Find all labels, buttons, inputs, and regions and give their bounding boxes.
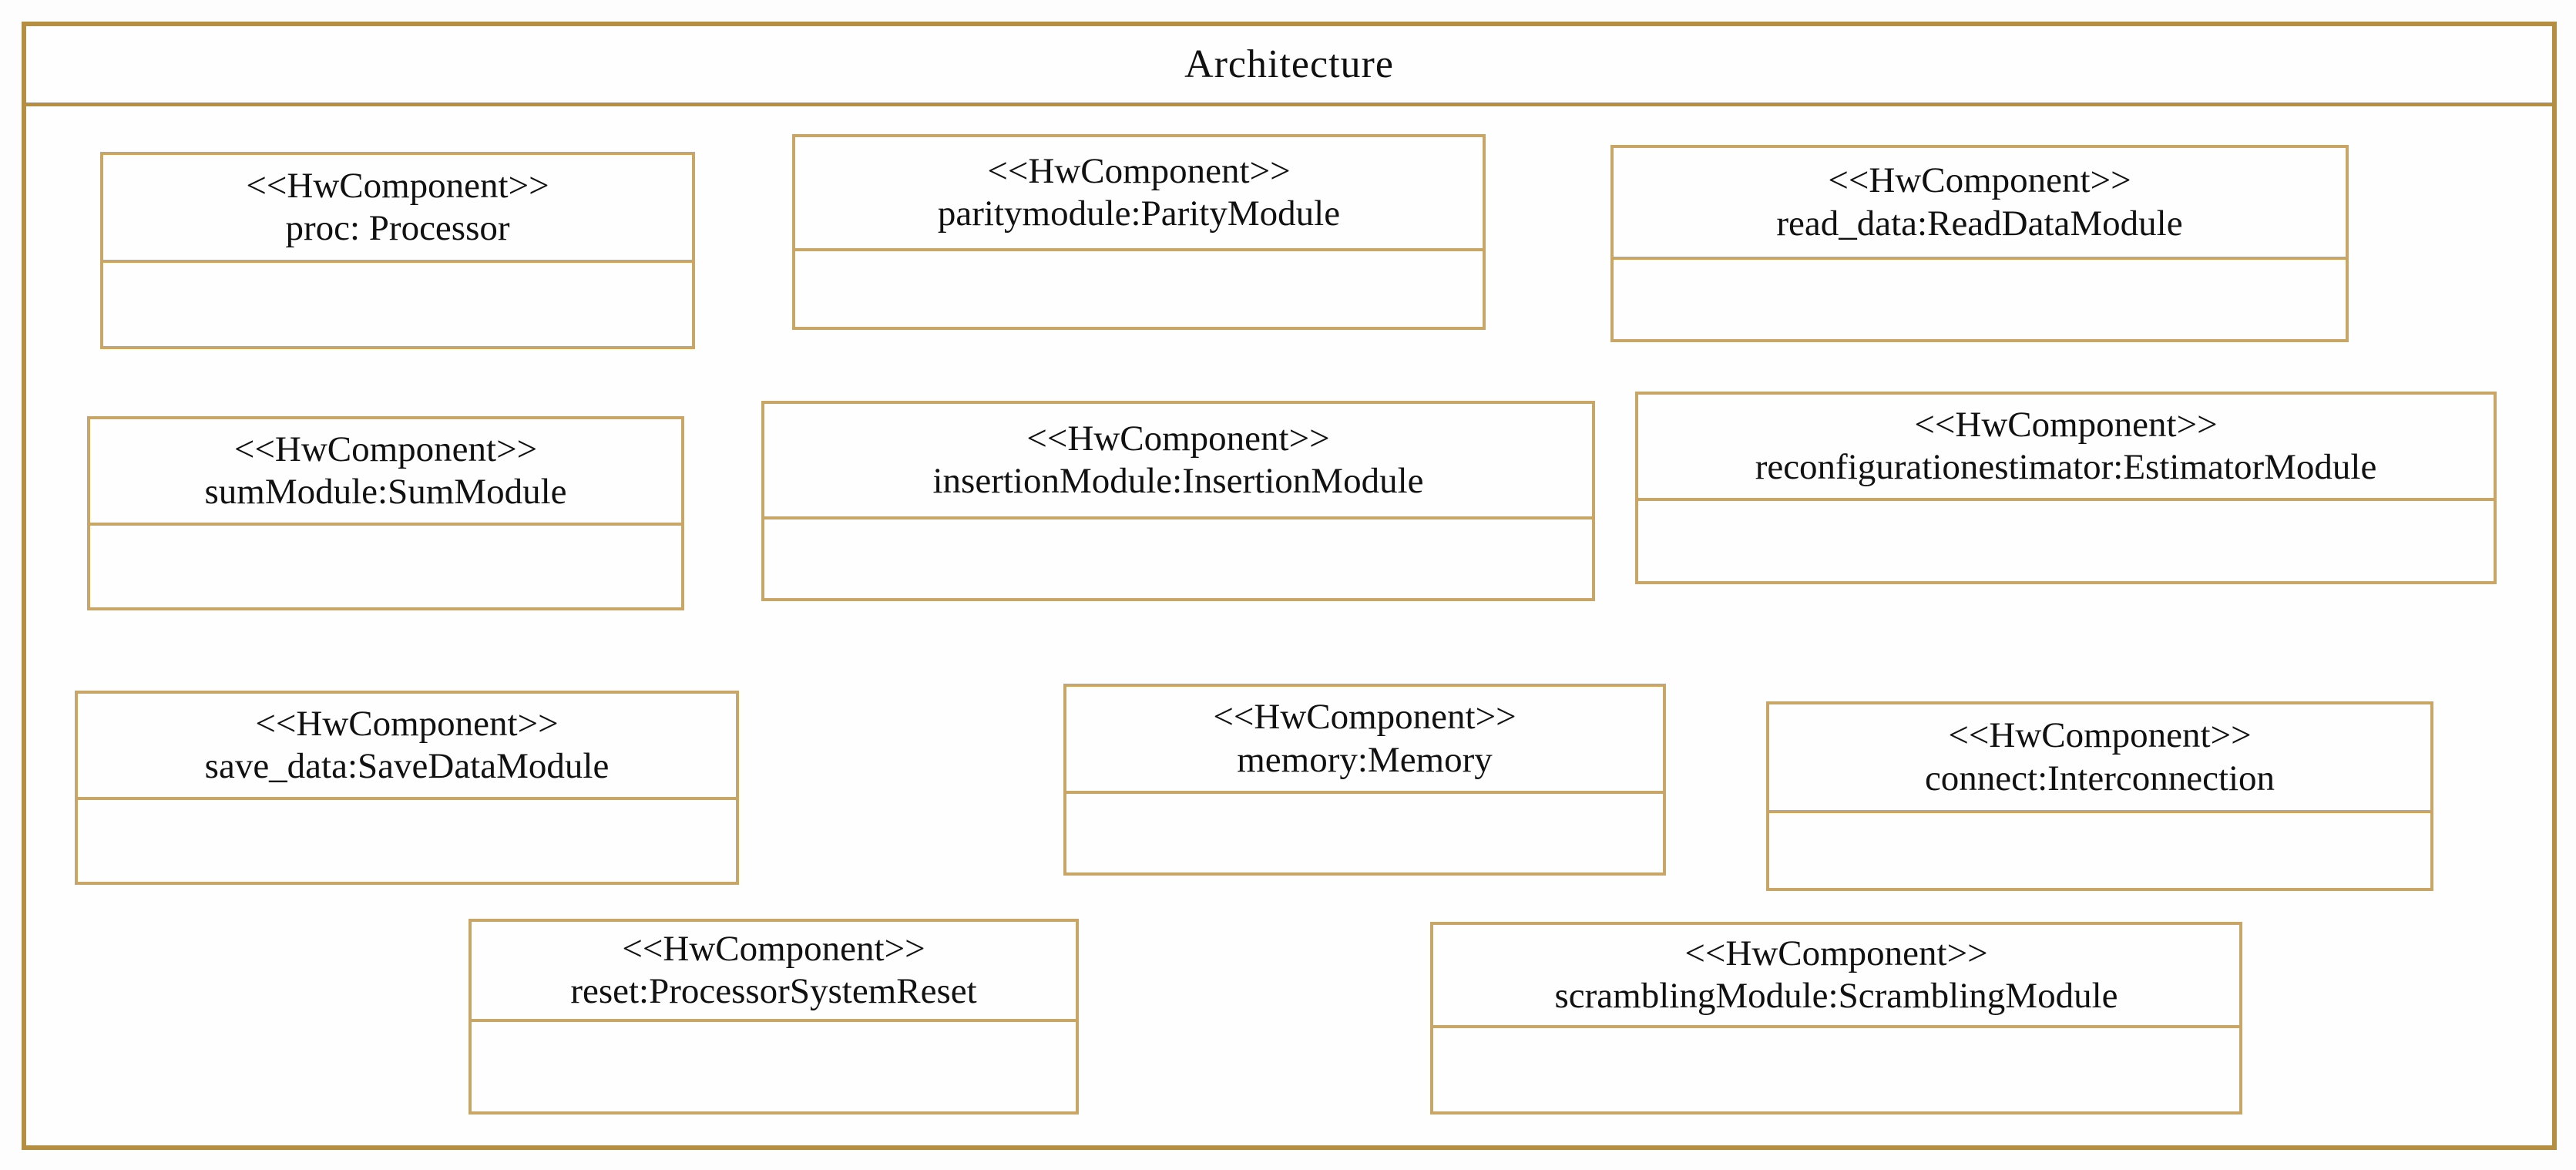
stereotype-label: <<HwComponent>> (255, 703, 559, 744)
component-body-empty (1638, 501, 2494, 581)
component-box-paritymodule: <<HwComponent>> paritymodule:ParityModul… (792, 134, 1486, 330)
component-name: reconfigurationestimator:EstimatorModule (1755, 447, 2377, 487)
component-header: <<HwComponent>> scramblingModule:Scrambl… (1433, 925, 2239, 1028)
component-name: proc: Processor (285, 208, 510, 248)
stereotype-label: <<HwComponent>> (246, 165, 549, 206)
component-header: <<HwComponent>> paritymodule:ParityModul… (795, 137, 1483, 251)
component-body-empty (1614, 260, 2346, 339)
component-box-memory: <<HwComponent>> memory:Memory (1063, 684, 1666, 876)
stereotype-label: <<HwComponent>> (1026, 418, 1330, 459)
stereotype-label: <<HwComponent>> (1914, 404, 2218, 445)
component-body-empty (1433, 1028, 2239, 1111)
component-body-empty (764, 519, 1592, 598)
component-box-read-data: <<HwComponent>> read_data:ReadDataModule (1610, 145, 2349, 342)
component-body-empty (103, 263, 692, 346)
component-box-insertionmodule: <<HwComponent>> insertionModule:Insertio… (761, 401, 1595, 601)
component-header: <<HwComponent>> reconfigurationestimator… (1638, 395, 2494, 501)
stereotype-label: <<HwComponent>> (987, 150, 1291, 191)
component-header: <<HwComponent>> insertionModule:Insertio… (764, 404, 1592, 519)
component-header: <<HwComponent>> save_data:SaveDataModule (78, 694, 736, 800)
component-name: sumModule:SumModule (204, 472, 567, 512)
component-body-empty (78, 800, 736, 882)
component-header: <<HwComponent>> memory:Memory (1066, 687, 1663, 794)
component-box-connect: <<HwComponent>> connect:Interconnection (1766, 701, 2433, 891)
component-body-empty (795, 251, 1483, 327)
component-header: <<HwComponent>> sumModule:SumModule (90, 419, 681, 526)
component-body-empty (472, 1022, 1076, 1111)
component-box-reset: <<HwComponent>> reset:ProcessorSystemRes… (469, 919, 1079, 1115)
component-name: scramblingModule:ScramblingModule (1554, 976, 2118, 1016)
stereotype-label: <<HwComponent>> (233, 429, 538, 469)
component-name: reset:ProcessorSystemReset (570, 971, 977, 1011)
component-name: paritymodule:ParityModule (937, 193, 1341, 234)
component-header: <<HwComponent>> proc: Processor (103, 155, 692, 263)
stereotype-label: <<HwComponent>> (1948, 715, 2252, 756)
component-box-save-data: <<HwComponent>> save_data:SaveDataModule (75, 691, 739, 885)
diagram-title: Architecture (26, 26, 2552, 106)
component-body-empty (90, 526, 681, 607)
component-name: memory:Memory (1237, 739, 1493, 780)
component-body-empty (1066, 794, 1663, 872)
component-box-reconfigurationestimator: <<HwComponent>> reconfigurationestimator… (1635, 392, 2497, 584)
stereotype-label: <<HwComponent>> (1684, 933, 1988, 973)
stereotype-label: <<HwComponent>> (622, 928, 925, 969)
component-header: <<HwComponent>> reset:ProcessorSystemRes… (472, 922, 1076, 1022)
component-name: connect:Interconnection (1924, 758, 2275, 798)
stereotype-label: <<HwComponent>> (1213, 697, 1516, 738)
component-header: <<HwComponent>> connect:Interconnection (1769, 704, 2430, 813)
stereotype-label: <<HwComponent>> (1828, 160, 2131, 201)
component-name: save_data:SaveDataModule (204, 746, 610, 786)
component-name: read_data:ReadDataModule (1776, 203, 2183, 244)
component-box-scramblingmodule: <<HwComponent>> scramblingModule:Scrambl… (1430, 922, 2242, 1115)
component-box-proc: <<HwComponent>> proc: Processor (100, 152, 695, 349)
component-header: <<HwComponent>> read_data:ReadDataModule (1614, 148, 2346, 260)
component-body-empty (1769, 813, 2430, 888)
component-box-summodule: <<HwComponent>> sumModule:SumModule (87, 416, 684, 610)
component-name: insertionModule:InsertionModule (932, 461, 1424, 501)
